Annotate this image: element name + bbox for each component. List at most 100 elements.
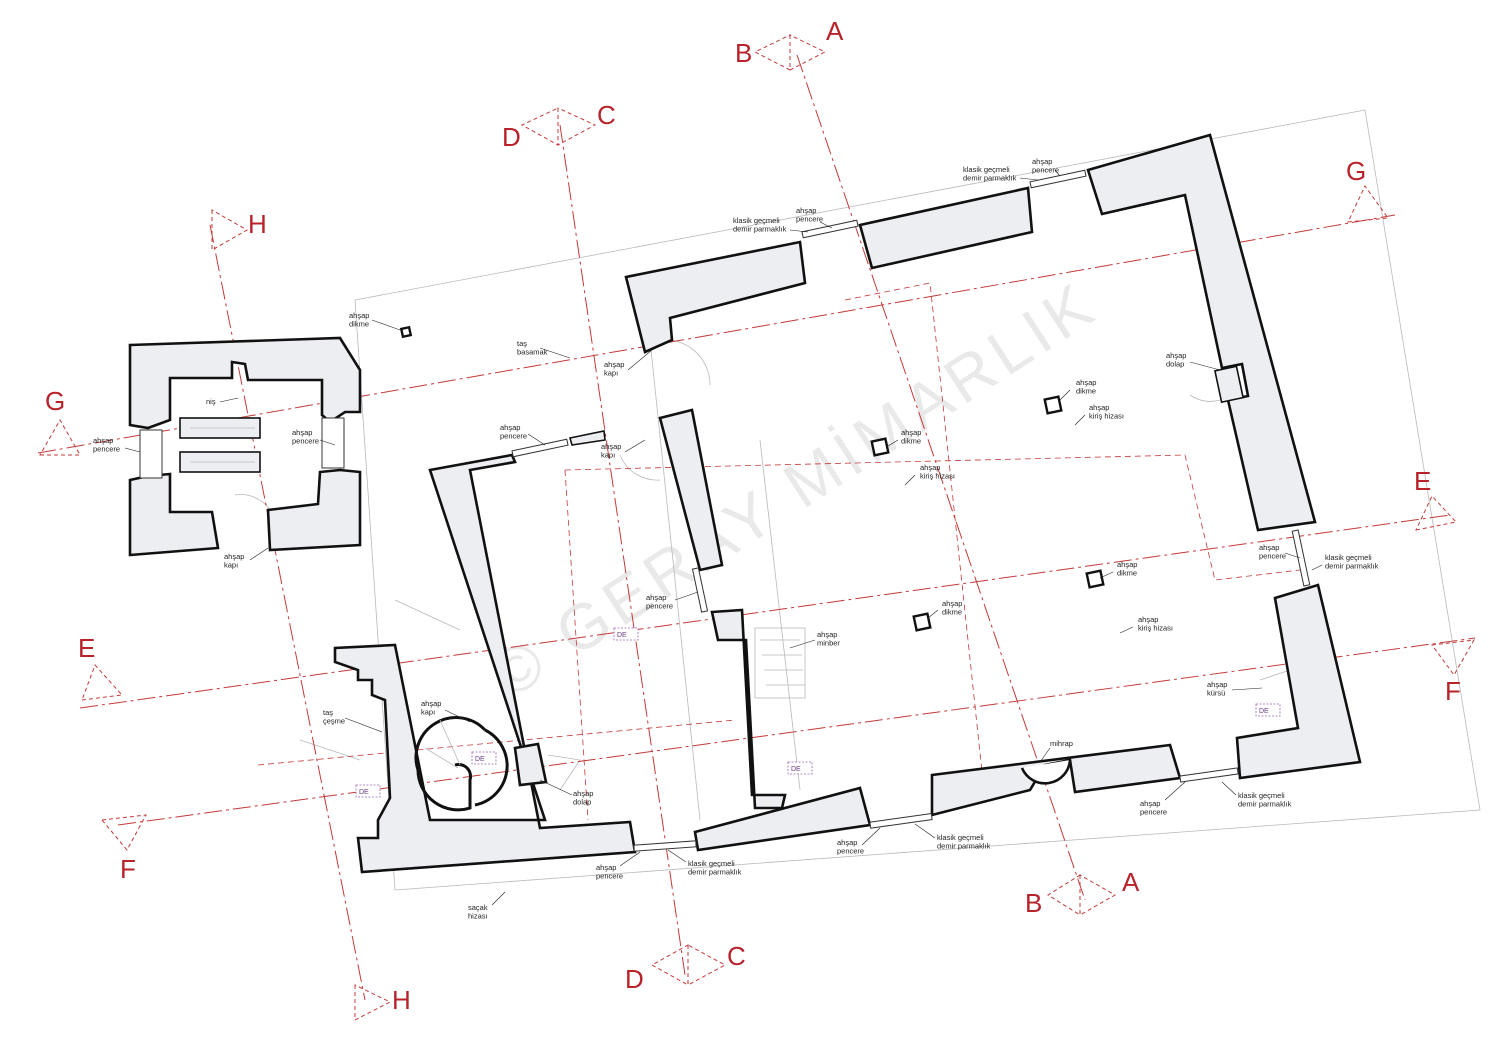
section-label-g-left: G <box>45 386 65 416</box>
watermark: © GERAY MİMARLIK <box>478 267 1110 712</box>
section-label-b-bottom: B <box>1025 888 1042 918</box>
beam-lines <box>257 282 1301 821</box>
section-label-h-top: H <box>248 209 267 239</box>
svg-text:DE: DE <box>475 756 485 763</box>
de-marker: DE <box>787 761 813 775</box>
wall-north-2 <box>858 186 1034 270</box>
section-label-f-left: F <box>120 854 136 884</box>
section-label-c-bottom: C <box>727 941 746 971</box>
annotation: niş <box>206 397 239 406</box>
post-entrance <box>399 325 413 339</box>
main-building <box>333 133 1362 874</box>
section-label-g-right: G <box>1346 156 1366 186</box>
svg-text:DE: DE <box>617 632 627 639</box>
wall-stub <box>568 430 606 446</box>
wall-inner-upper <box>658 408 724 572</box>
section-label-a-bottom: A <box>1122 867 1140 897</box>
wall-west-inner <box>513 742 548 787</box>
section-label-e-right: E <box>1414 466 1431 496</box>
windows <box>139 169 1311 852</box>
post-3 <box>912 612 932 632</box>
svg-text:DE: DE <box>791 766 801 773</box>
section-label-h-bottom: H <box>392 985 411 1015</box>
section-label-d-top: D <box>502 122 521 152</box>
section-markers: A B C D H G G E E F F A B C D H <box>39 16 1475 1021</box>
annotation: mihrap <box>1039 739 1073 763</box>
de-markers: DE DE DE DE DE <box>355 627 1281 798</box>
post-2 <box>1043 395 1063 415</box>
de-marker: DE <box>613 627 639 641</box>
wall-west <box>333 453 637 874</box>
de-marker: DE <box>471 751 497 765</box>
section-label-d-bottom: D <box>625 964 644 994</box>
wall-east <box>1235 583 1362 780</box>
de-marker: DE <box>355 784 381 798</box>
posts <box>399 325 1105 632</box>
svg-text:mihrap: mihrap <box>1050 739 1073 748</box>
section-label-a-top: A <box>826 16 844 46</box>
post-4 <box>1085 569 1105 589</box>
